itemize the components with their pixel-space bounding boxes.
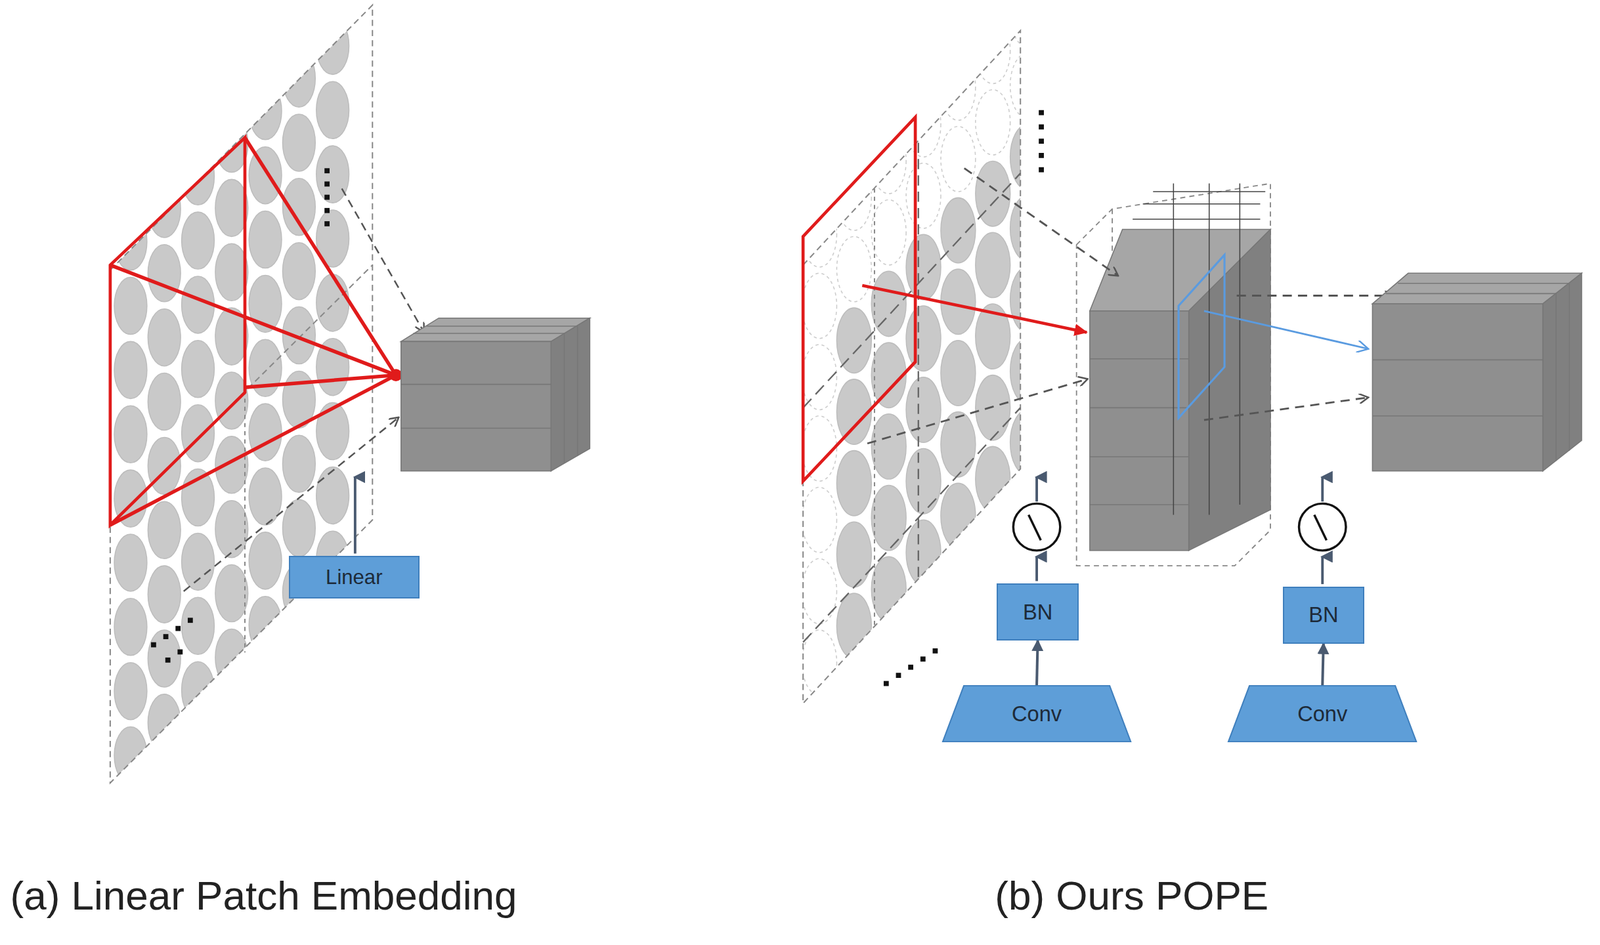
connector-arrow (1322, 644, 1324, 687)
node-label: BN (1308, 602, 1339, 628)
bn-box: BN (996, 583, 1079, 641)
bn-box: BN (1282, 586, 1365, 645)
conv-trapezoid: Conv (940, 685, 1133, 743)
caption-label: (b) Ours POPE (994, 872, 1269, 920)
node-label: Conv (1297, 701, 1348, 727)
connector-arrow (1036, 640, 1038, 686)
linear-box: Linear (288, 556, 420, 599)
node-label: Conv (1011, 701, 1062, 727)
node-label: BN (1022, 600, 1053, 626)
node-label: Linear (325, 565, 383, 590)
caption-label: (a) Linear Patch Embedding (10, 872, 518, 920)
conv-trapezoid: Conv (1226, 685, 1419, 743)
